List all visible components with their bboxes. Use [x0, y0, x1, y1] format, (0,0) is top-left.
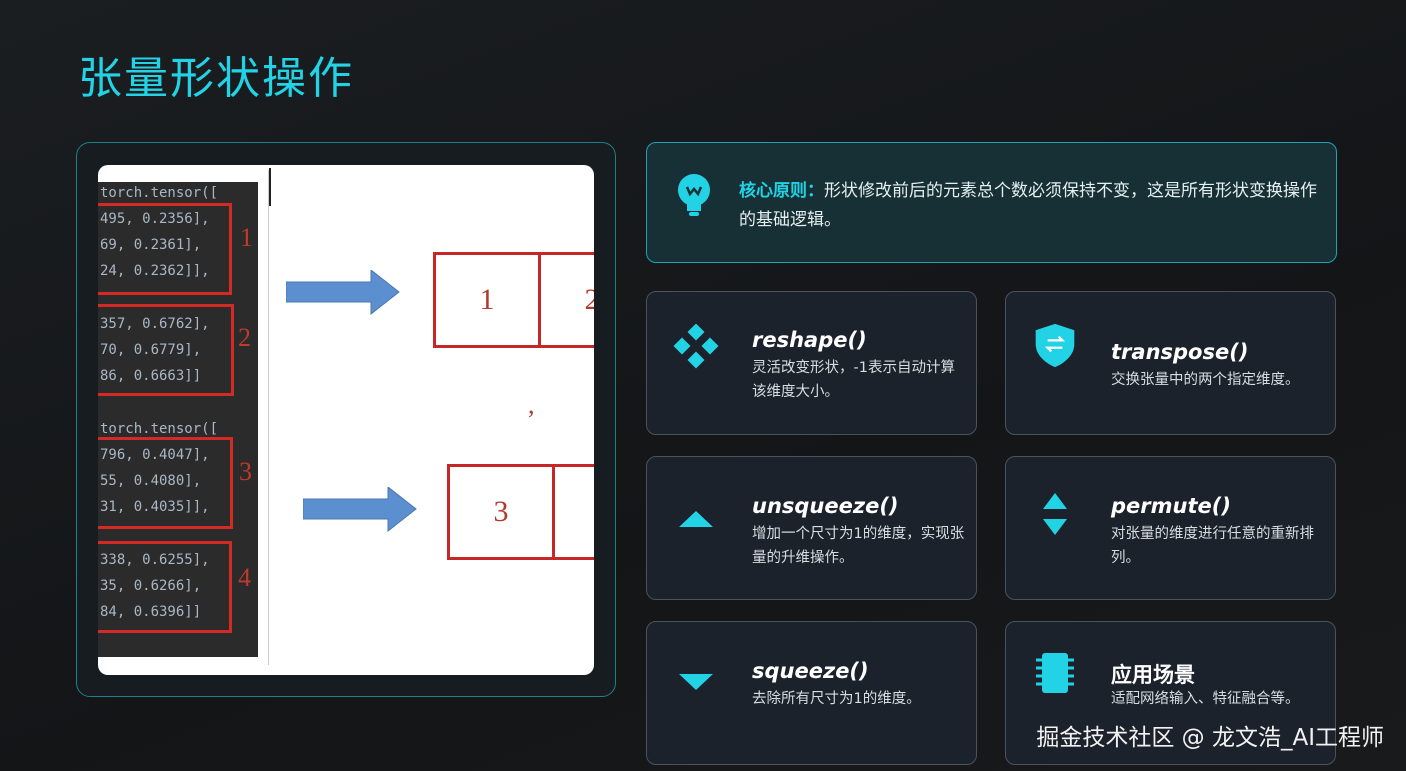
- code-line: 495, 0.2356],: [100, 211, 210, 227]
- block-cell: 1: [433, 252, 541, 348]
- lightbulb-icon: [678, 174, 710, 216]
- triangle-up-icon: [679, 511, 713, 527]
- card-title: squeeze(): [752, 659, 869, 683]
- group-label: 3: [239, 457, 252, 486]
- group-label: 1: [240, 223, 253, 252]
- card-desc: 适配网络输入、特征融合等。: [1111, 691, 1300, 707]
- code-line: torch.tensor([: [100, 185, 219, 201]
- chip-icon: [1036, 653, 1074, 693]
- card-desc: 灵活改变形状，-1表示自动计算该维度大小。: [752, 360, 955, 400]
- core-principle-box: 核心原则：形状修改前后的元素总个数必须保持不变，这是所有形状变换操作的基础逻辑。: [646, 142, 1337, 263]
- code-line: 69, 0.2361],: [100, 237, 202, 253]
- shield-swap-icon: [1035, 323, 1075, 368]
- card-desc: 对张量的维度进行任意的重新排列。: [1111, 526, 1314, 566]
- code-line: 796, 0.4047],: [100, 447, 210, 463]
- block-cell: 4: [552, 464, 594, 560]
- comma: ,: [528, 390, 535, 419]
- card-desc: 交换张量中的两个指定维度。: [1111, 372, 1300, 388]
- card-desc: 去除所有尺寸为1的维度。: [752, 691, 921, 707]
- card-title: reshape(): [752, 328, 867, 352]
- triangle-down-icon: [679, 674, 713, 690]
- card-reshape: reshape() 灵活改变形状，-1表示自动计算该维度大小。: [646, 291, 977, 435]
- highlight-box: [98, 437, 233, 529]
- code-line: 357, 0.6762],: [100, 316, 210, 332]
- principle-text: 形状修改前后的元素总个数必须保持不变，这是所有形状变换操作的基础逻辑。: [739, 181, 1317, 230]
- card-squeeze: squeeze() 去除所有尺寸为1的维度。: [646, 621, 977, 765]
- highlight-box: [98, 203, 232, 295]
- code-line: 31, 0.4035]],: [100, 499, 210, 515]
- diamonds-icon: [673, 324, 719, 369]
- group-label: 2: [238, 323, 251, 352]
- code-line: 84, 0.6396]]: [100, 604, 202, 620]
- watermark: 掘金技术社区 @ 龙文浩_AI工程师: [1036, 725, 1384, 751]
- code-line: 70, 0.6779],: [100, 342, 202, 358]
- divider: [268, 170, 269, 665]
- group-label: 4: [238, 563, 251, 592]
- code-line: 24, 0.2362]],: [100, 263, 210, 279]
- card-permute: permute() 对张量的维度进行任意的重新排列。: [1005, 456, 1336, 600]
- card-desc: 增加一个尺寸为1的维度，实现张量的升维操作。: [752, 526, 965, 566]
- tensor-figure: torch.tensor([ 495, 0.2356], 69, 0.2361]…: [98, 165, 594, 675]
- arrow-right-icon: [303, 487, 417, 532]
- highlight-box: [98, 304, 234, 396]
- card-title: transpose(): [1111, 340, 1249, 364]
- text-cursor: [269, 168, 271, 206]
- principle-label: 核心原则：: [739, 181, 824, 201]
- arrow-right-icon: [286, 270, 400, 315]
- code-line: torch.tensor([: [100, 421, 219, 437]
- page-title: 张量形状操作: [78, 53, 354, 104]
- block-cell: 3: [447, 464, 555, 560]
- code-line: 55, 0.4080],: [100, 473, 202, 489]
- card-title: 应用场景: [1111, 663, 1195, 687]
- code-line: 86, 0.6663]]: [100, 368, 202, 384]
- card-transpose: transpose() 交换张量中的两个指定维度。: [1005, 291, 1336, 435]
- card-title: permute(): [1111, 494, 1231, 518]
- block-cell: 2: [538, 252, 594, 348]
- highlight-box: [98, 541, 232, 633]
- up-down-icon: [1043, 493, 1067, 535]
- code-line: 338, 0.6255],: [100, 552, 210, 568]
- card-use-cases: 应用场景 适配网络输入、特征融合等。: [1005, 621, 1336, 765]
- card-unsqueeze: unsqueeze() 增加一个尺寸为1的维度，实现张量的升维操作。: [646, 456, 977, 600]
- card-title: unsqueeze(): [752, 494, 899, 518]
- code-line: 35, 0.6266],: [100, 578, 202, 594]
